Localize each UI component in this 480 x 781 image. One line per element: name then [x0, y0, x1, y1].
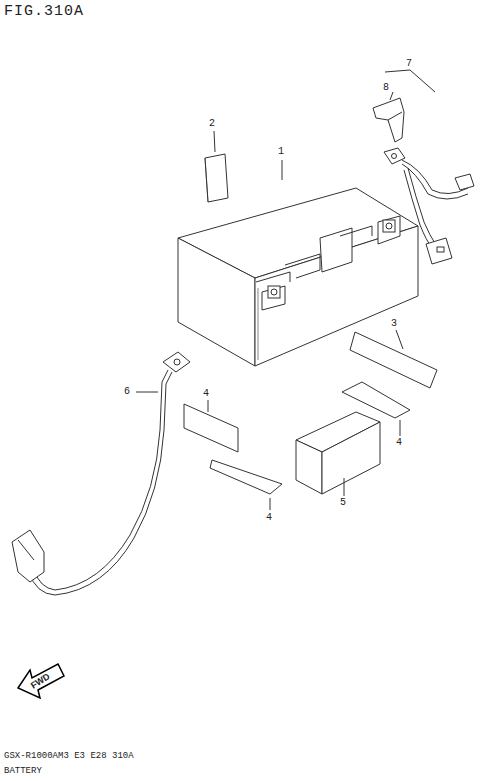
model-code: GSX-R1000AM3 E3 E28 310A — [4, 751, 134, 762]
callout-number: 4 — [203, 388, 209, 400]
callout-number: 4 — [396, 437, 402, 449]
callout-number: 6 — [124, 386, 130, 398]
callout-number: 8 — [383, 82, 389, 94]
callout-number: 1 — [278, 146, 284, 158]
figure-caption: BATTERY — [4, 766, 42, 777]
callout-number: 5 — [340, 497, 346, 509]
figure-title: FIG.310A — [4, 3, 84, 20]
callout-number: 2 — [209, 118, 215, 130]
callout-number: 4 — [266, 512, 272, 524]
callout-number: 3 — [391, 318, 397, 330]
callout-number: 7 — [406, 58, 412, 70]
